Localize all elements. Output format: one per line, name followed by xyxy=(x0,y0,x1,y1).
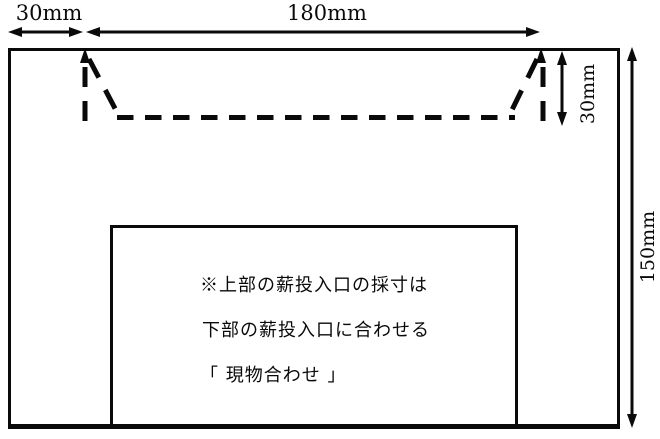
arrowhead-up-icon xyxy=(536,48,546,63)
dim-label-opening-depth: 30mm xyxy=(577,64,599,124)
arrowhead-right-icon xyxy=(526,27,540,37)
note-line-3: 「 現物合わせ 」 xyxy=(200,365,346,386)
dim-label-panel-height: 150mm xyxy=(637,211,659,283)
dim-label-offset-top-left: 30mm xyxy=(16,1,83,25)
lower-opening-outline xyxy=(110,225,518,429)
panel-outlines xyxy=(8,48,620,429)
arrowhead-up-icon xyxy=(627,47,637,61)
dimension-lines xyxy=(20,30,634,416)
arrowhead-down-icon xyxy=(627,414,637,428)
arrowhead-up-icon xyxy=(80,48,90,63)
note-line-2: 下部の薪投入口に合わせる xyxy=(202,320,430,341)
arrowhead-left-icon xyxy=(86,27,100,37)
note-text: ※上部の薪投入口の採寸は 下部の薪投入口に合わせる 「 現物合わせ 」 xyxy=(200,275,430,386)
upper-opening-dashed-outline xyxy=(82,57,546,128)
dashed-right-slant-edge xyxy=(506,57,540,118)
dashed-left-slant-edge xyxy=(86,57,122,118)
arrowhead-left-icon xyxy=(8,27,22,37)
note-line-1: ※上部の薪投入口の採寸は xyxy=(200,275,428,296)
dim-label-opening-width: 180mm xyxy=(287,1,367,25)
arrowhead-down-icon xyxy=(557,112,567,126)
arrowheads xyxy=(8,27,637,428)
arrowhead-up-icon xyxy=(557,51,567,65)
arrowhead-right-icon xyxy=(69,27,83,37)
